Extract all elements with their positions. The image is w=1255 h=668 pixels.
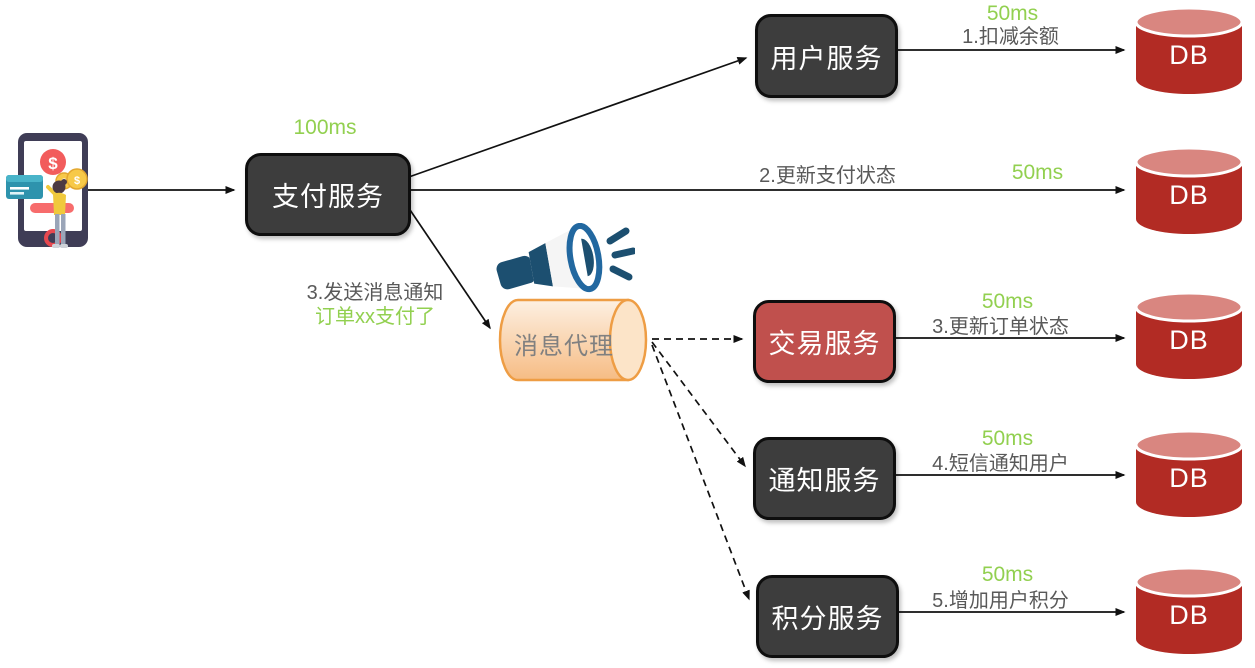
- db-label: DB: [1169, 40, 1209, 70]
- user-service-label: 用户服务: [770, 43, 883, 74]
- action-points-db: 5.增加用户积分: [932, 590, 1069, 612]
- payment-service-label: 支付服务: [272, 182, 384, 212]
- latency-payment-db: 50ms: [1011, 161, 1064, 184]
- trade-service-box: 交易服务: [753, 300, 896, 383]
- db-label: DB: [1169, 325, 1209, 355]
- points-service-box: 积分服务: [756, 575, 899, 658]
- latency-trade-db: 50ms: [981, 290, 1034, 313]
- database-icon: [1134, 146, 1244, 234]
- note-order-paid: 订单xx支付了: [315, 306, 435, 328]
- trade-service-label: 交易服务: [768, 329, 881, 359]
- database-icon: [1134, 429, 1244, 517]
- user-service-box: 用户服务: [755, 14, 898, 98]
- db-label: DB: [1169, 463, 1209, 493]
- mobile-payment-illustration: $ $ $: [4, 131, 100, 257]
- latency-payment: 100ms: [293, 116, 357, 139]
- latency-notify-db: 50ms: [981, 427, 1034, 450]
- db-points: DB: [1133, 566, 1245, 658]
- edge-payment-to-user: [405, 57, 748, 179]
- database-icon: [1134, 6, 1244, 94]
- megaphone-icon: [489, 222, 637, 303]
- phone-user-icon: $ $ $: [6, 133, 88, 248]
- action-user-db: 1.扣减余额: [962, 26, 1059, 48]
- svg-text:$: $: [48, 154, 58, 173]
- action-payment-db: 2.更新支付状态: [759, 165, 896, 187]
- notify-service-label: 通知服务: [768, 466, 881, 496]
- action-trade-db: 3.更新订单状态: [932, 316, 1069, 338]
- db-label: DB: [1169, 180, 1209, 210]
- latency-user-db: 50ms: [986, 2, 1039, 25]
- db-trade: DB: [1133, 291, 1245, 383]
- message-broker-label: 消息代理: [514, 333, 614, 360]
- edge-broker-to-notify: [651, 341, 746, 468]
- svg-text:$: $: [74, 175, 80, 187]
- broker-cylinder: [498, 298, 648, 382]
- db-payment: DB: [1133, 146, 1245, 238]
- db-notify: DB: [1133, 429, 1245, 521]
- database-icon: [1134, 566, 1244, 654]
- latency-points-db: 50ms: [981, 563, 1034, 586]
- database-icon: [1134, 291, 1244, 379]
- payment-service-box: 支付服务: [245, 153, 411, 236]
- db-label: DB: [1169, 600, 1209, 630]
- message-broker-node: 消息代理: [496, 297, 652, 383]
- notify-service-box: 通知服务: [753, 437, 896, 520]
- action-notify-db: 4.短信通知用户: [932, 453, 1069, 475]
- edge-broker-to-points: [651, 344, 750, 601]
- note-send-message: 3.发送消息通知: [306, 282, 444, 304]
- db-user: DB: [1133, 6, 1245, 98]
- edge-payment-to-broker: [405, 203, 491, 330]
- points-service-label: 积分服务: [771, 604, 884, 634]
